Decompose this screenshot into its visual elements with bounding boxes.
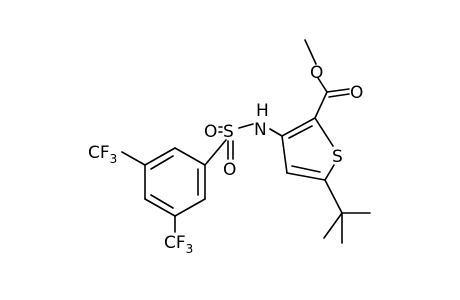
bond-c3-c4 <box>281 135 288 174</box>
bond-ar2-ar3-inner <box>150 155 174 170</box>
bond-carbonyl-ring <box>314 91 328 119</box>
bond-ar2-ar3 <box>144 147 176 166</box>
bond-carbonyl-double-b <box>328 93 350 98</box>
atom-h-amide: H <box>256 101 269 121</box>
atom-s-thiophene: S <box>332 147 343 167</box>
bond-ar4-ar5-inner <box>150 194 174 209</box>
bond-ar4-ar5 <box>144 198 176 217</box>
bond-n-s <box>238 123 254 129</box>
atom-o-sulfonyl-left: O <box>204 122 217 142</box>
cf3-lower-main: CF <box>164 233 186 253</box>
bond-o-carbonyl-c <box>317 77 328 93</box>
atom-s-sulfonyl: S <box>223 122 234 142</box>
cf3-upper-subscript: 3 <box>110 152 118 166</box>
bond-c3-n <box>269 128 283 137</box>
bond-c5-tbu <box>324 179 343 214</box>
atom-o-methoxy: O <box>310 63 323 83</box>
cf3-upper-main: CF <box>88 143 110 163</box>
bond-c4-c5 <box>286 172 326 181</box>
bond-tbu-me3 <box>323 212 343 239</box>
atom-o-sulfonyl-bottom: O <box>223 160 236 180</box>
bond-s-aryl <box>204 139 227 166</box>
bond-ar1-ar2 <box>174 147 206 166</box>
bond-ar5-ar6 <box>174 198 206 217</box>
atom-o-carbonyl: O <box>350 83 363 103</box>
bond-ar3-cf3 <box>121 151 146 166</box>
bond-c2-c3 <box>281 117 316 137</box>
cf3-lower-subscript: 3 <box>186 242 194 256</box>
bond-c5-s <box>324 164 335 181</box>
atom-n-amide: N <box>254 120 267 140</box>
group-cf3-lower: CF3 <box>164 233 193 256</box>
bond-c2-c3-inner <box>288 125 313 139</box>
group-cf3-upper: CF3 <box>88 143 117 166</box>
bond-s-c2 <box>314 117 334 147</box>
bond-carbonyl-double-a <box>326 88 350 93</box>
bond-methyl-o <box>304 39 317 65</box>
bond-c4-c5-inner <box>291 165 321 173</box>
